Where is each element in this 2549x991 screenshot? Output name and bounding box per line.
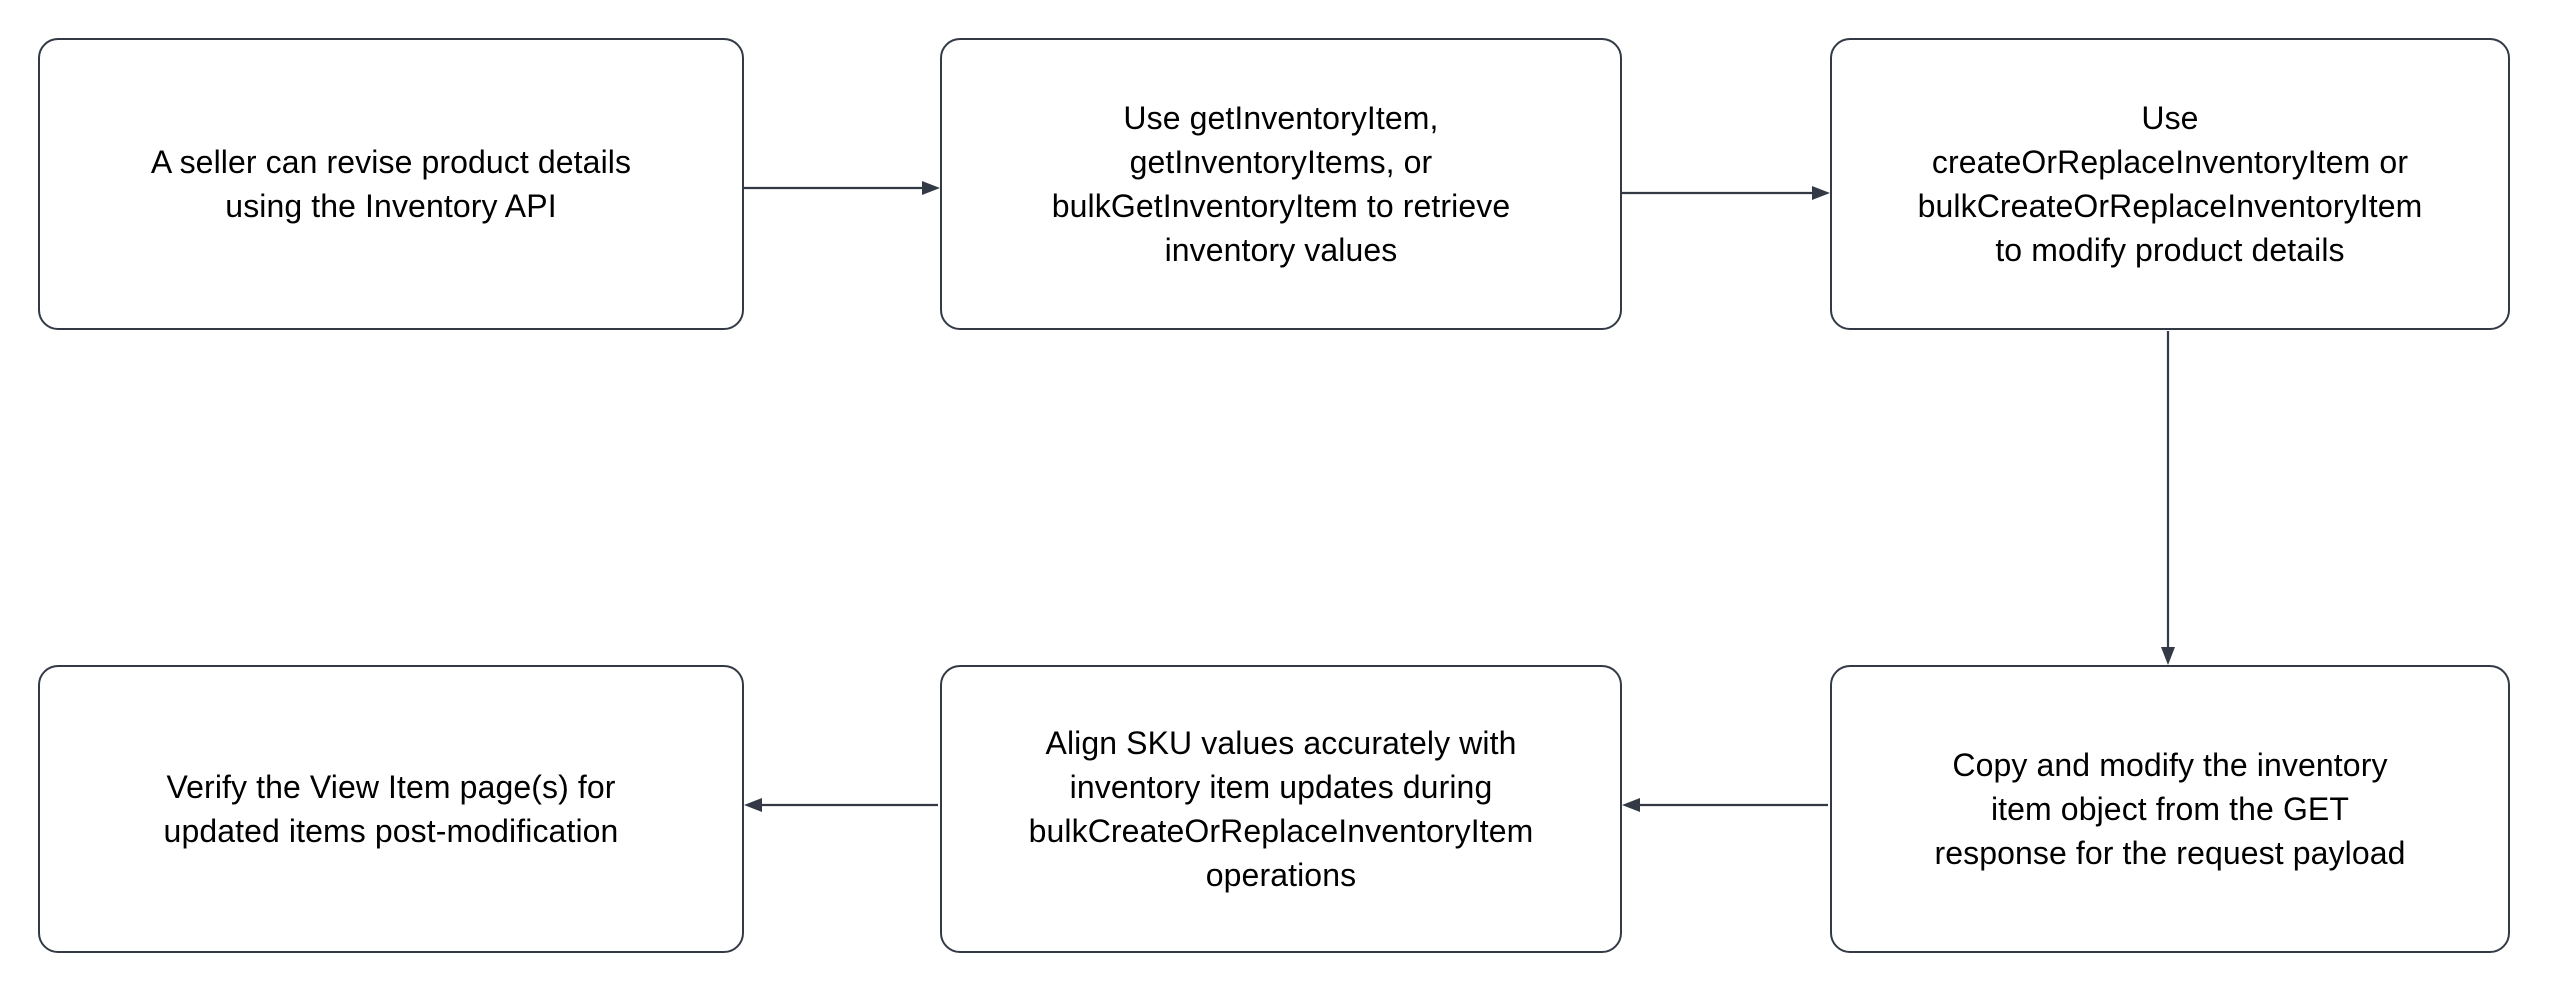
- node-label: Align SKU values accurately with invento…: [1028, 724, 1534, 894]
- flowchart-node-get-inventory[interactable]: Use getInventoryItem, getInventoryItems,…: [940, 38, 1622, 330]
- node-label: Copy and modify the inventory item objec…: [1934, 746, 2406, 872]
- node-label: Verify the View Item page(s) for updated…: [163, 768, 619, 849]
- edge-n3-to-n4: [2161, 331, 2175, 665]
- node-label: A seller can revise product details usin…: [150, 143, 632, 224]
- flowchart-node-verify-view-item[interactable]: Verify the View Item page(s) for updated…: [38, 665, 744, 953]
- flowchart-node-align-sku-values[interactable]: Align SKU values accurately with invento…: [940, 665, 1622, 953]
- edge-n2-to-n3: [1622, 186, 1830, 200]
- edge-n5-to-n6: [744, 798, 938, 812]
- flowchart-node-copy-modify-payload[interactable]: Copy and modify the inventory item objec…: [1830, 665, 2510, 953]
- flowchart-node-create-or-replace[interactable]: Use createOrReplaceInventoryItem or bulk…: [1830, 38, 2510, 330]
- node-label: Use getInventoryItem, getInventoryItems,…: [1051, 99, 1511, 269]
- edge-n4-to-n5: [1622, 798, 1828, 812]
- flowchart-node-seller-revise[interactable]: A seller can revise product details usin…: [38, 38, 744, 330]
- edge-n1-to-n2: [744, 181, 940, 195]
- node-label: Use createOrReplaceInventoryItem or bulk…: [1917, 99, 2423, 269]
